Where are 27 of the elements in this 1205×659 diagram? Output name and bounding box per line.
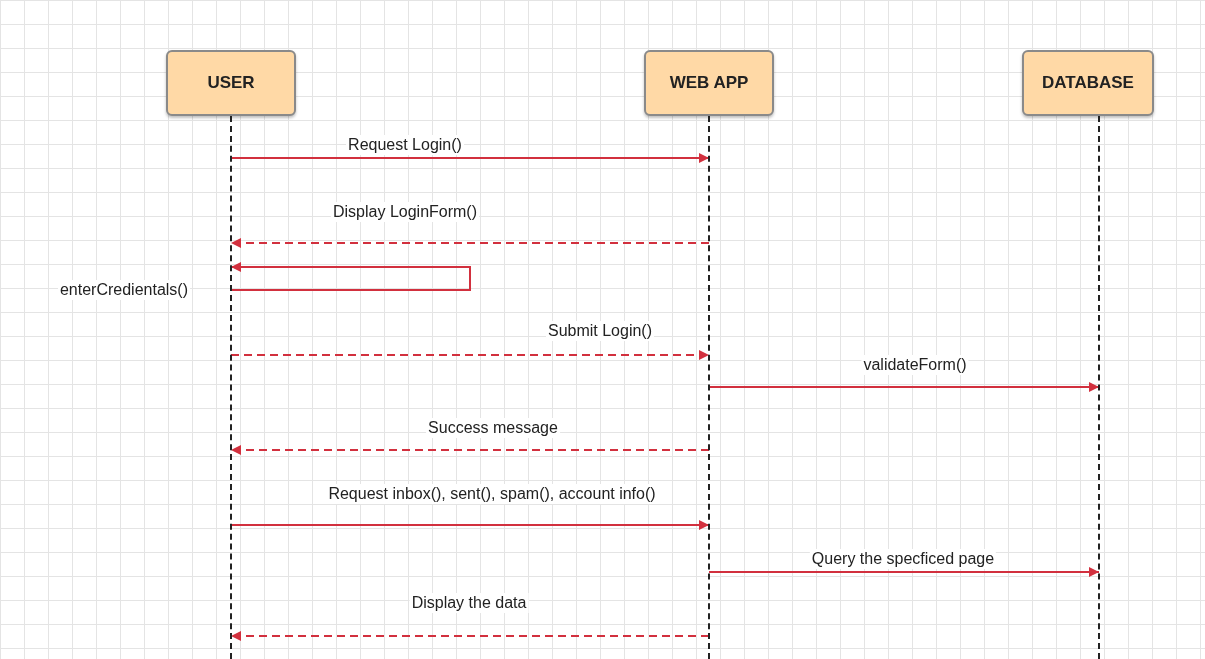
edge-label: Display LoginForm() bbox=[331, 202, 479, 222]
message-arrow bbox=[230, 350, 710, 360]
participant-box bbox=[644, 50, 774, 116]
edge-label: Query the specficed page bbox=[809, 549, 997, 569]
message-arrow bbox=[708, 567, 1100, 577]
participant-box bbox=[166, 50, 296, 116]
message-arrow bbox=[230, 631, 710, 641]
message-arrow bbox=[230, 238, 710, 248]
edge-label: Success message bbox=[426, 418, 560, 438]
edge-label: Request Login() bbox=[346, 135, 464, 155]
message-arrow bbox=[230, 153, 710, 163]
participant-box bbox=[1022, 50, 1154, 116]
message-arrow bbox=[230, 262, 471, 291]
edge-label: Submit Login() bbox=[546, 321, 654, 341]
message-arrow bbox=[708, 382, 1100, 392]
participant-name: DATABASE bbox=[1042, 72, 1134, 95]
lifeline bbox=[230, 116, 232, 659]
participant-name: USER bbox=[207, 72, 255, 95]
lifeline bbox=[708, 116, 710, 659]
edge-label: Request inbox(), sent(), spam(), account info() bbox=[326, 484, 658, 504]
edge-label: enterCredientals() bbox=[57, 280, 191, 300]
message-arrow bbox=[230, 520, 710, 530]
message-arrow bbox=[230, 445, 710, 455]
edge-label: Display the data bbox=[409, 593, 529, 613]
lifeline bbox=[1098, 116, 1100, 659]
edge-label: validateForm() bbox=[861, 355, 969, 375]
participant-name: WEB APP bbox=[669, 72, 749, 95]
